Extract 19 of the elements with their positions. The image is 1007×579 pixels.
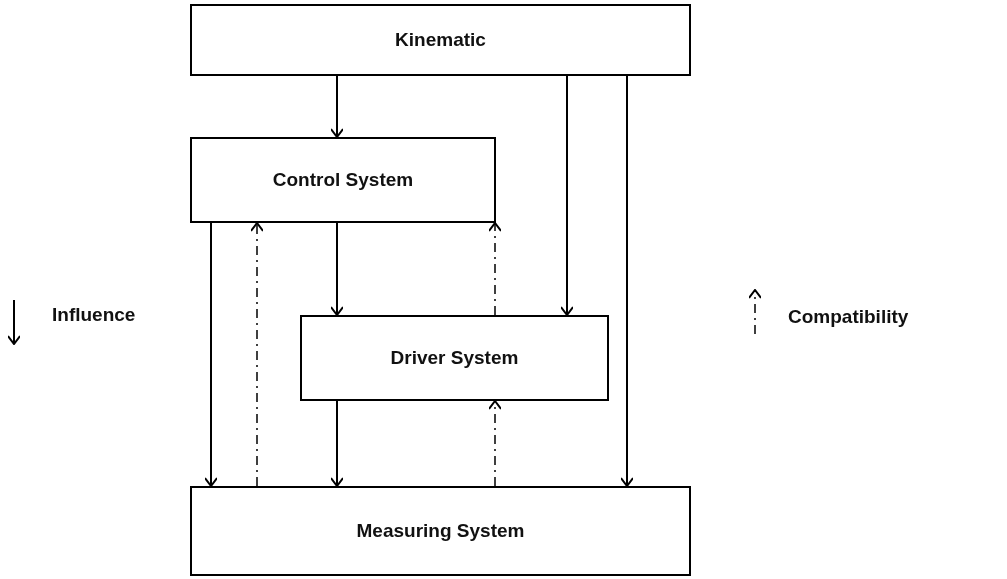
system-box [190,486,691,576]
arrow [330,75,344,138]
dash-dot-arrow [488,400,502,487]
arrow [560,75,574,316]
dash-dot-arrow [250,222,264,487]
box-label: Kinematic [395,29,486,51]
system-box [190,4,691,76]
legend-label: Influence [52,304,136,326]
dash-dot-arrow [488,222,502,316]
legend-label: Compatibility [788,306,909,328]
arrow [620,75,634,487]
system-box [300,315,609,401]
arrow [204,222,218,487]
arrow [330,400,344,487]
box-label: Control System [272,169,414,191]
box-label: Measuring System [356,520,525,542]
arrow [330,222,344,316]
system-box [190,137,496,223]
box-label: Driver System [390,347,519,369]
